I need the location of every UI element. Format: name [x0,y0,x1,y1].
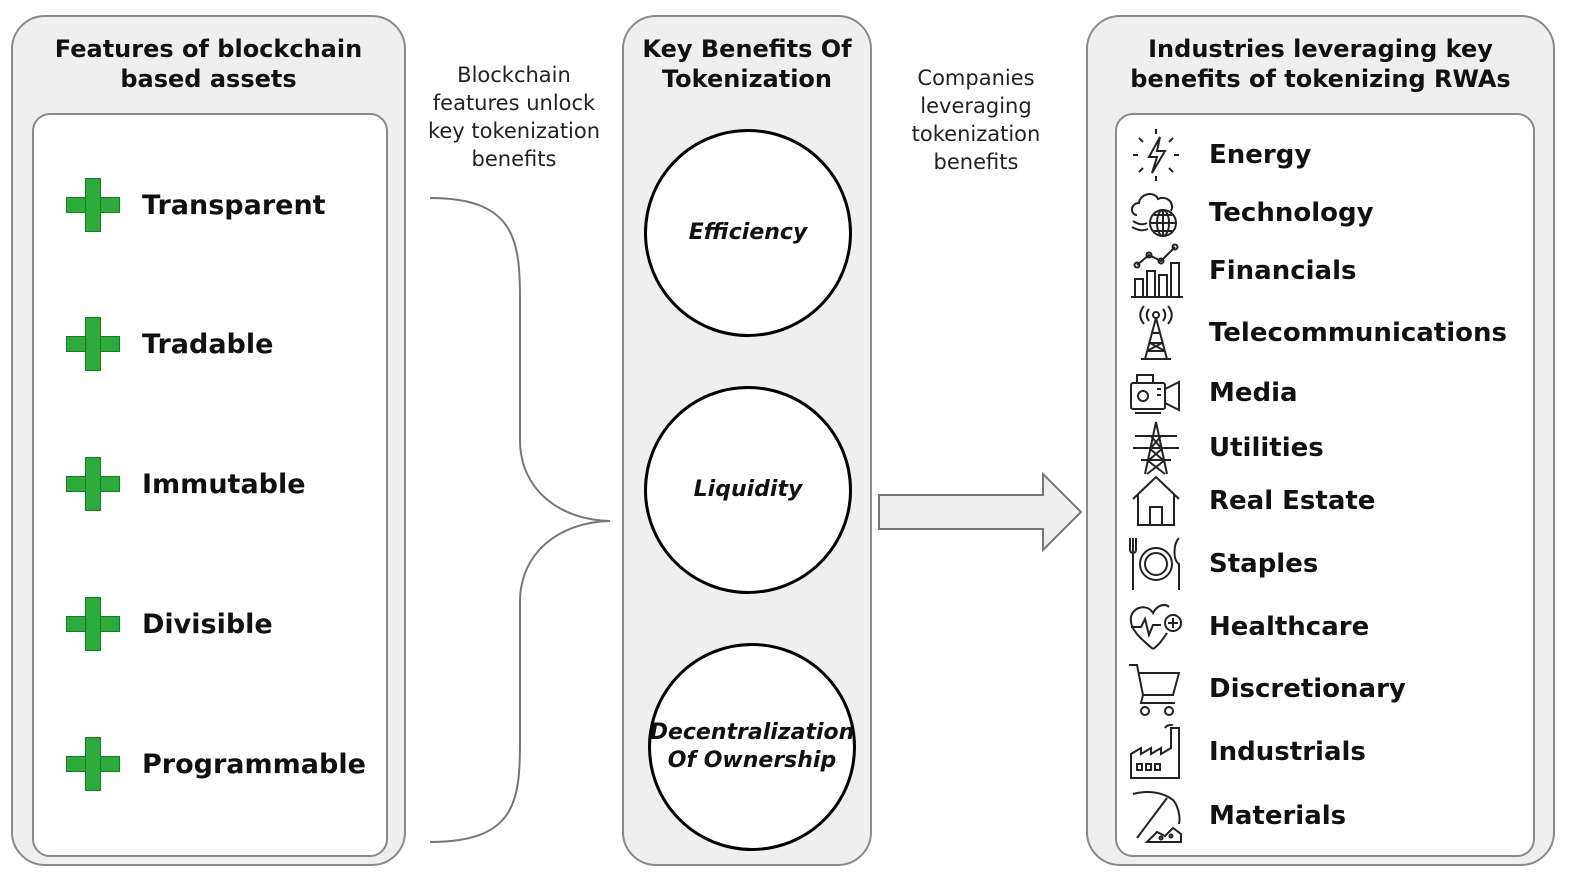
features-title-line2: based assets [120,65,297,93]
industry-item-utilities: Utilities [1127,420,1324,476]
industry-item-healthcare: Healthcare [1127,599,1369,655]
industries-title-line2: benefits of tokenizing RWAs [1130,65,1511,93]
note-line: leveraging [920,94,1032,118]
benefits-title-line2: Tokenization [661,65,832,93]
industry-item-discretionary: Discretionary [1127,661,1406,717]
industries-panel: Industries leveraging key benefits of to… [1086,15,1555,866]
factory-icon [1130,724,1180,779]
pickaxe-icon [1132,791,1182,843]
heart-pulse-icon [1129,604,1182,650]
note-companies-leveraging: Companies leveraging tokenization benefi… [886,64,1066,176]
industry-item-media: Media [1127,365,1298,421]
industries-panel-title: Industries leveraging key benefits of to… [1088,34,1553,94]
industry-item-industrials: Industrials [1127,724,1366,780]
curly-brace [429,197,611,843]
shopping-cart-icon [1129,664,1181,716]
benefit-label: Decentralization [649,720,855,745]
industry-label: Utilities [1209,433,1324,463]
plus-icon [66,597,120,651]
industry-label: Telecommunications [1209,318,1507,348]
plus-icon [66,317,120,371]
industry-label: Financials [1209,256,1357,286]
industry-label: Technology [1209,198,1374,228]
feature-label: Tradable [142,328,274,360]
industry-item-energy: Energy [1127,127,1311,183]
note-line: Companies [917,66,1035,90]
plus-icon [66,737,120,791]
globe-cloud-icon [1131,193,1177,237]
industries-list: Energy Technology Fi [1115,113,1535,857]
benefits-title-line1: Key Benefits Of [642,35,852,63]
note-line: tokenization [911,122,1041,146]
features-list: Transparent Tradable Immutable Divisible… [32,113,388,857]
features-panel: Features of blockchain based assets Tran… [11,15,406,866]
feature-label: Programmable [142,748,366,780]
industry-label: Real Estate [1209,486,1376,516]
benefit-label-line2: Of Ownership [667,748,837,773]
feature-item-divisible: Divisible [66,597,273,651]
industry-label: Discretionary [1209,674,1406,704]
benefit-circle-efficiency: Efficiency [644,129,852,337]
industry-label: Energy [1209,140,1312,170]
feature-item-immutable: Immutable [66,457,306,511]
features-title-line1: Features of blockchain [54,35,363,63]
industry-label: Materials [1209,801,1347,831]
feature-item-programmable: Programmable [66,737,366,791]
note-line: Blockchain [457,63,571,87]
industry-label: Staples [1209,549,1319,579]
feature-label: Divisible [142,608,273,640]
industry-item-staples: Staples [1127,536,1318,592]
industry-label: Industrials [1209,737,1366,767]
industry-label: Healthcare [1209,612,1370,642]
industry-item-financials: Financials [1127,243,1357,299]
antenna-tower-icon [1139,305,1173,360]
feature-label: Transparent [142,189,326,221]
note-line: benefits [471,147,557,171]
industry-label: Media [1209,378,1298,408]
benefit-circle-liquidity: Liquidity [644,386,852,594]
feature-item-transparent: Transparent [66,178,326,232]
plus-icon [66,178,120,232]
power-pylon-icon [1133,421,1179,475]
benefits-panel-title: Key Benefits Of Tokenization [624,34,870,94]
feature-item-tradable: Tradable [66,317,274,371]
industry-item-materials: Materials [1127,788,1346,844]
bar-chart-icon [1131,243,1183,298]
plate-cutlery-icon [1129,537,1180,590]
note-blockchain-features: Blockchain features unlock key tokenizat… [412,61,616,173]
right-arrow-icon [878,471,1083,553]
industry-item-technology: Technology [1127,185,1374,241]
note-line: benefits [933,150,1019,174]
industry-item-telecommunications: Telecommunications [1127,305,1507,361]
feature-label: Immutable [142,468,306,500]
video-camera-icon [1130,374,1180,414]
benefit-circle-decentralization: Decentralization Of Ownership [648,643,856,851]
benefit-label: Efficiency [688,220,808,245]
benefits-panel: Key Benefits Of Tokenization Efficiency … [622,15,872,866]
note-line: key tokenization [427,119,601,143]
industry-item-real-estate: Real Estate [1127,473,1375,529]
features-panel-title: Features of blockchain based assets [13,34,404,94]
industries-title-line1: Industries leveraging key [1148,35,1493,63]
house-icon [1132,475,1180,526]
benefit-label: Liquidity [693,477,803,502]
note-line: features unlock [432,91,596,115]
lightning-icon [1133,129,1179,181]
plus-icon [66,457,120,511]
